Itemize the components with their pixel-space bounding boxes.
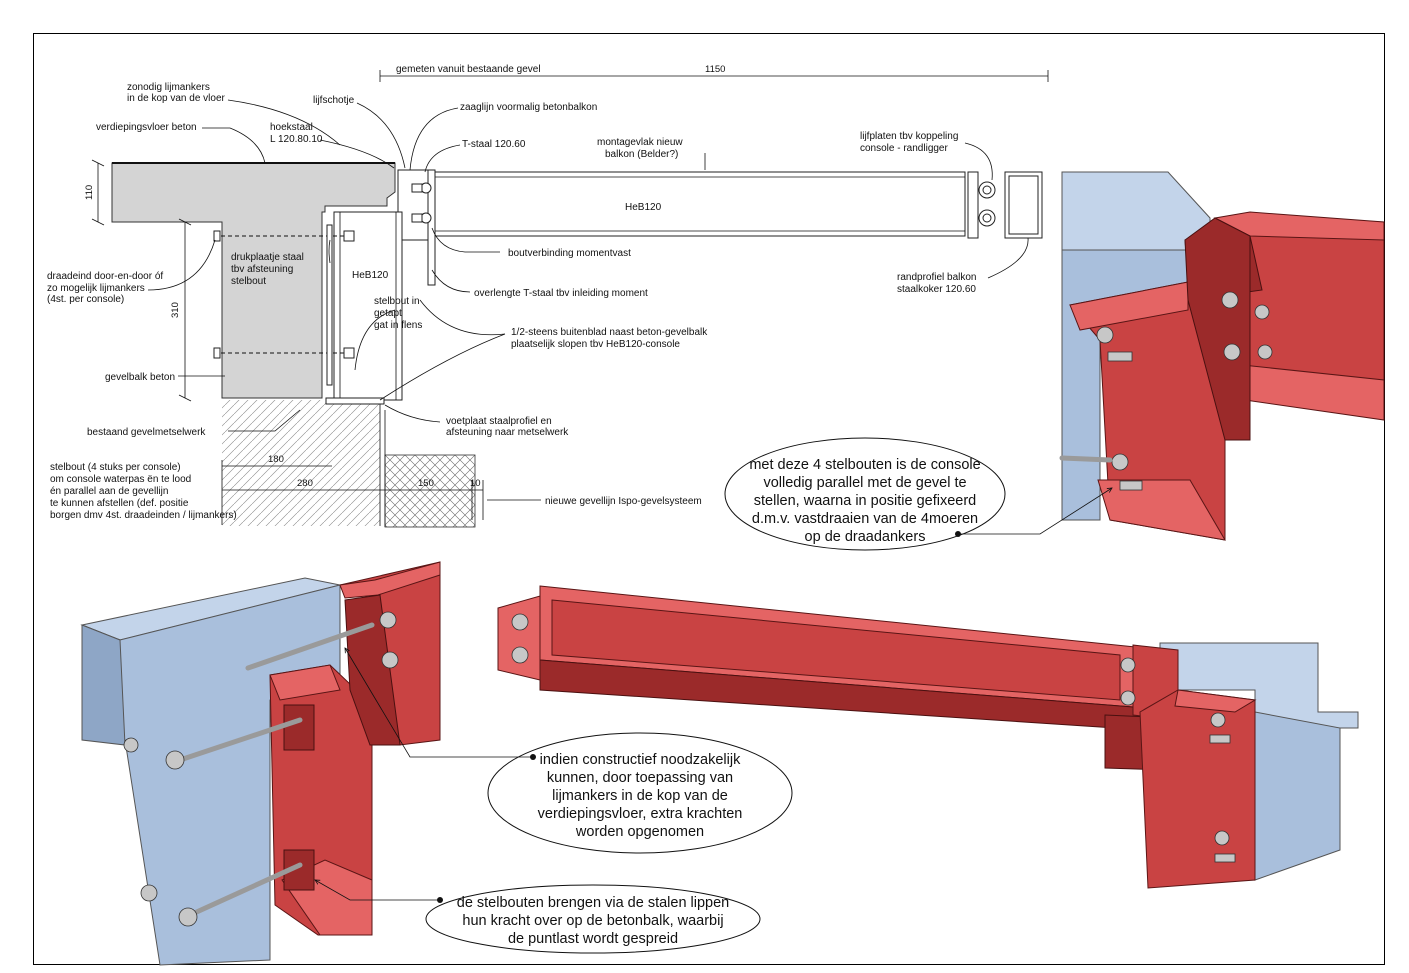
label-stelbout-3: gat in flens	[374, 320, 422, 331]
view-3d-top-right	[1059, 171, 1385, 541]
callout-1-line-5: op de draadankers	[805, 529, 926, 545]
label-voetplaat-1: voetplaat staalprofiel en	[446, 416, 552, 427]
label-hoekstaal-1: hoekstaal	[270, 122, 313, 133]
label-randprofiel-2: staalkoker 120.60	[897, 284, 976, 295]
label-stelbout4-3: én parallel aan de gevellijn	[50, 486, 168, 497]
label-stelbout4-5: borgen dmv 4st. draadeinden / lijmankers…	[50, 510, 237, 521]
label-overlengte: overlengte T-staal tbv inleiding moment	[474, 288, 648, 299]
callout-2-line-5: worden opgenomen	[575, 824, 704, 840]
label-metselwerk: bestaand gevelmetselwerk	[87, 427, 206, 438]
callout-3-line-3: de puntlast wordt gespreid	[508, 931, 678, 947]
label-zonodig-1: zonodig lijmankers	[127, 82, 210, 93]
dim-10: 10	[470, 478, 481, 489]
label-stelbout-1: stelbout in	[374, 296, 420, 307]
label-heb120-column: HeB120	[352, 270, 389, 281]
label-montage-1: montagevlak nieuw	[597, 137, 683, 148]
section-labels: gemeten vanuit bestaande gevel 1150 zono…	[47, 64, 977, 521]
view-3d-bottom-right	[497, 585, 1359, 889]
dim-1150: 1150	[705, 64, 725, 75]
label-zonodig-2: in de kop van de vloer	[127, 93, 226, 104]
callout-2: indien constructief noodzakelijk kunnen,…	[345, 648, 793, 854]
label-stelbout-2: getapt	[374, 308, 402, 319]
label-voetplaat-2: afsteuning naar metselwerk	[446, 427, 569, 438]
heb120-column	[333, 211, 403, 401]
callout-1-line-1: met deze 4 stelbouten is de console	[749, 457, 980, 473]
label-zaaglijn: zaaglijn voormalig betonbalkon	[460, 102, 597, 113]
label-draadeind-3: (4st. per console)	[47, 294, 124, 305]
label-steens-2: plaatselijk slopen tbv HeB120-console	[511, 339, 680, 350]
drawing-frame	[33, 33, 1385, 965]
label-stelbout4-4: te kunnen afstellen (def. positie	[50, 498, 189, 509]
label-drukplaatje-3: stelbout	[231, 276, 266, 287]
label-lijfplaten-2: console - randligger	[860, 143, 948, 154]
callout-1-line-3: stellen, waarna in positie gefixeerd	[754, 493, 976, 509]
label-heb120-beam: HeB120	[625, 202, 662, 213]
heb120-beam	[434, 171, 966, 237]
label-randprofiel-1: randprofiel balkon	[897, 272, 977, 283]
floor-slab-concrete	[111, 162, 396, 399]
dim-180: 180	[268, 454, 284, 465]
callout-3-line-1: de stelbouten brengen via de stalen lipp…	[457, 895, 729, 911]
label-steens-1: 1/2-steens buitenblad naast beton-gevelb…	[511, 327, 708, 338]
label-gemeten: gemeten vanuit bestaande gevel	[396, 64, 541, 75]
label-stelbout4-2: om console waterpas ën te lood	[50, 474, 191, 485]
dim-150: 150	[418, 478, 434, 489]
dim-280: 280	[297, 478, 313, 489]
callout-1: met deze 4 stelbouten is de console voll…	[724, 437, 1112, 551]
label-hoekstaal-2: L 120.80.10	[270, 134, 323, 145]
label-draadeind-1: draadeind door-en-door óf	[47, 271, 163, 282]
label-nieuwe-gevellijn: nieuwe gevellijn Ispo-gevelsysteem	[545, 496, 702, 507]
label-draadeind-2: zo mogelijk lijmankers	[47, 283, 145, 294]
label-drukplaatje-2: tbv afsteuning	[231, 264, 293, 275]
callout-2-line-4: verdiepingsvloer, extra krachten	[538, 806, 743, 822]
label-lijfschotje: lijfschotje	[313, 95, 355, 106]
callout-2-line-3: lijmankers in de kop van de	[552, 788, 728, 804]
callout-1-line-4: d.m.v. vastdraaien van de 4moeren	[752, 511, 978, 527]
dim-110: 110	[84, 185, 95, 200]
existing-masonry	[222, 400, 380, 526]
callout-2-line-1: indien constructief noodzakelijk	[540, 752, 741, 768]
dim-310: 310	[170, 302, 181, 318]
label-gevelbalk: gevelbalk beton	[105, 372, 175, 383]
label-tstaal: T-staal 120.60	[462, 139, 526, 150]
label-boutverbinding: boutverbinding momentvast	[508, 248, 631, 259]
facade-insulation	[384, 454, 476, 528]
label-stelbout4-1: stelbout (4 stuks per console)	[50, 462, 181, 473]
view-3d-bottom-left	[80, 561, 441, 966]
label-verdiepingsvloer: verdiepingsvloer beton	[96, 122, 197, 133]
callout-2-line-2: kunnen, door toepassing van	[547, 770, 733, 786]
label-drukplaatje-1: drukplaatje staal	[231, 252, 304, 263]
callout-3: de stelbouten brengen via de stalen lipp…	[315, 880, 761, 954]
section-drawing	[91, 70, 1049, 528]
label-montage-2: balkon (Belder?)	[605, 149, 678, 160]
callout-3-line-2: hun kracht over op de betonbalk, waarbij	[462, 913, 723, 929]
callout-1-line-2: volledig parallel met de gevel te	[763, 475, 966, 491]
label-lijfplaten-1: lijfplaten tbv koppeling	[860, 131, 958, 142]
